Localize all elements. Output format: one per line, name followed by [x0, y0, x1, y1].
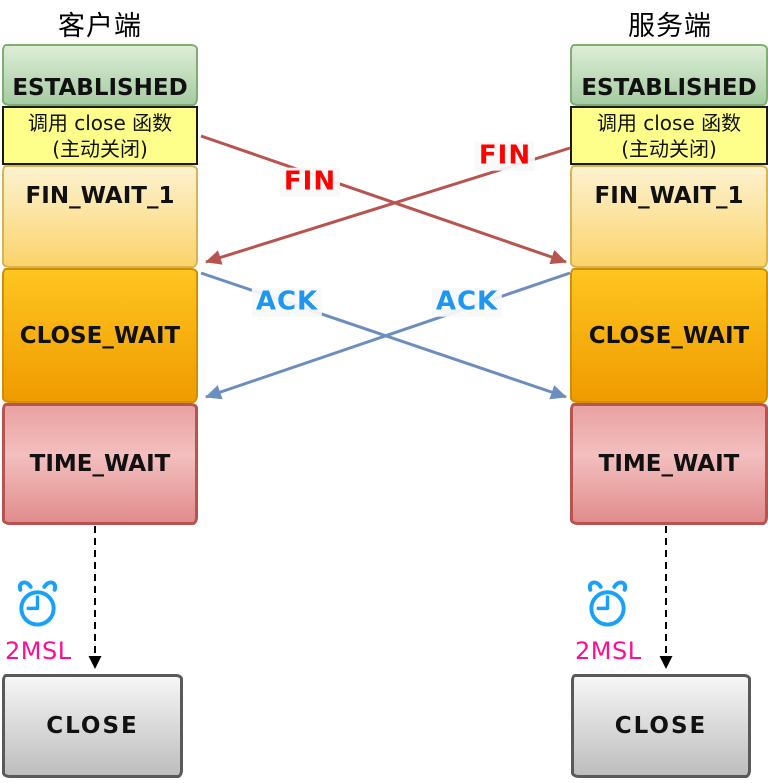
server-state-time-wait-label: TIME_WAIT [598, 451, 740, 477]
client-close-call-line2: (主动关闭) [52, 136, 148, 161]
client-state-time-wait: TIME_WAIT [2, 403, 198, 525]
client-state-time-wait-label: TIME_WAIT [29, 451, 171, 477]
server-state-close-wait: CLOSE_WAIT [570, 268, 768, 403]
alarm-clock-icon [587, 580, 628, 627]
server-state-time-wait: TIME_WAIT [570, 403, 768, 525]
server-2msl-timer-label: 2MSL [575, 637, 642, 665]
client-state-fin-wait-1: FIN_WAIT_1 [2, 165, 198, 268]
client-state-close-wait-label: CLOSE_WAIT [19, 322, 181, 349]
server-column-title: 服务端 [628, 11, 712, 42]
server-state-established: ESTABLISHED [570, 44, 768, 106]
alarm-clock-icon [17, 580, 58, 627]
server-close-call-line1: 调用 close 函数 [596, 110, 742, 135]
client-state-fin-wait-1-label: FIN_WAIT_1 [25, 183, 175, 209]
client-state-established: ESTABLISHED [2, 44, 198, 106]
server-close-call-box: 调用 close 函数 (主动关闭) [570, 106, 768, 165]
ack-label-server: ACK [431, 288, 503, 317]
server-state-fin-wait-1: FIN_WAIT_1 [570, 165, 768, 268]
ack-label-client: ACK [251, 288, 323, 317]
client-2msl-timer-label: 2MSL [5, 637, 72, 665]
server-close-call-line2: (主动关闭) [621, 136, 717, 161]
fin-label-server: FIN [474, 142, 536, 171]
client-state-close: CLOSE [2, 674, 183, 778]
client-close-call-box: 调用 close 函数 (主动关闭) [2, 106, 198, 165]
server-state-close: CLOSE [571, 674, 751, 778]
server-state-fin-wait-1-label: FIN_WAIT_1 [594, 183, 744, 209]
client-state-close-label: CLOSE [46, 713, 139, 739]
client-state-established-label: ESTABLISHED [12, 75, 188, 101]
fin-label-client: FIN [279, 168, 341, 197]
client-column-title: 客户端 [58, 11, 142, 42]
server-state-close-wait-label: CLOSE_WAIT [588, 322, 750, 349]
server-state-close-label: CLOSE [614, 713, 708, 739]
client-close-call-line1: 调用 close 函数 [27, 110, 173, 135]
server-state-established-label: ESTABLISHED [581, 75, 757, 101]
client-state-close-wait: CLOSE_WAIT [2, 268, 198, 403]
